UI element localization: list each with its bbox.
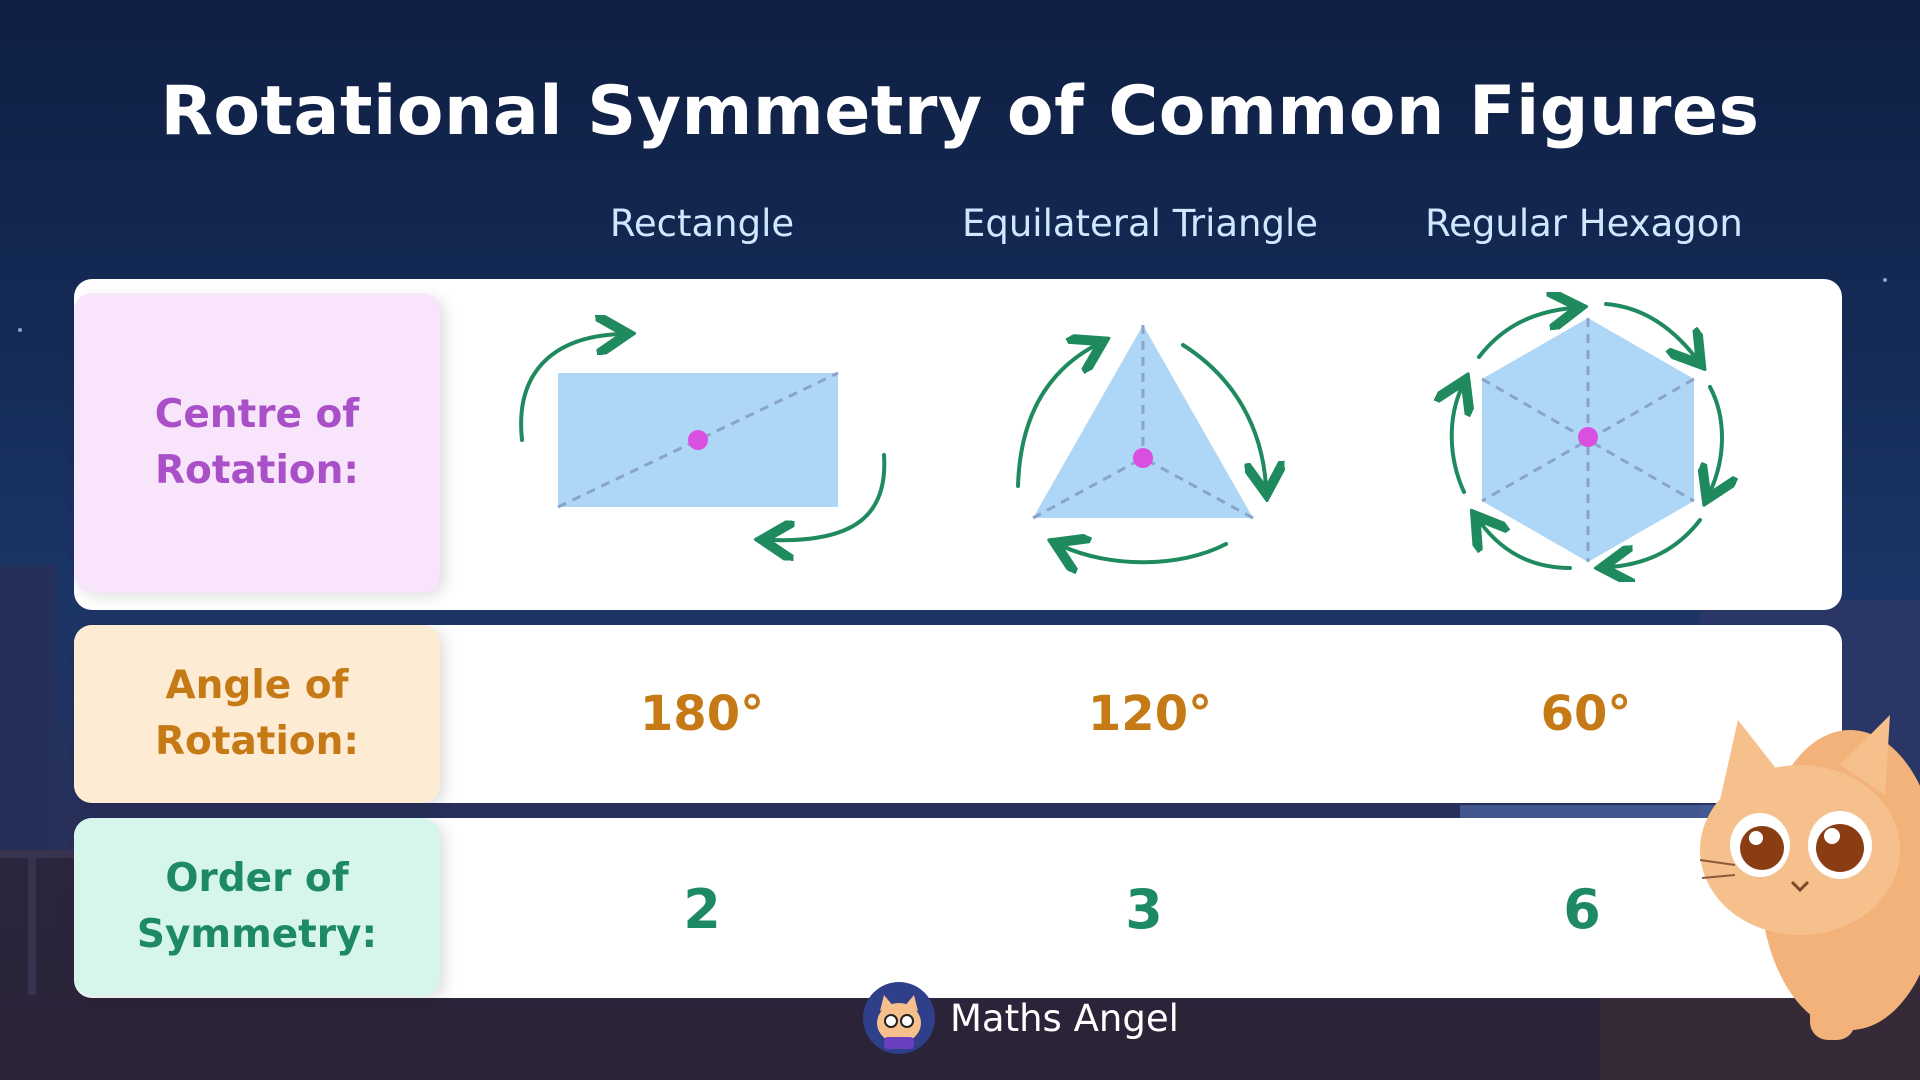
column-header-regular-hexagon: Regular Hexagon: [1425, 202, 1743, 245]
centre-dot-icon: [1133, 448, 1153, 468]
order-value-rectangle: 2: [683, 878, 721, 941]
regular-hexagon-figure: [1432, 292, 1742, 582]
rotation-arrow-icon: [1477, 308, 1572, 359]
row-label-line: Symmetry:: [136, 912, 378, 957]
rotation-arrow-icon: [1610, 518, 1702, 567]
order-value-hexagon: 6: [1563, 878, 1601, 941]
cat-mascot: [1699, 715, 1920, 1040]
row-label-line: Rotation:: [155, 448, 359, 493]
rotation-arrow-icon: [1062, 544, 1228, 562]
rotation-arrow-icon: [519, 334, 620, 442]
rotation-arrow-icon: [1016, 345, 1096, 488]
rotation-arrow-icon: [1710, 385, 1722, 492]
rotation-arrow-icon: [1452, 387, 1464, 494]
angle-value-hexagon: 60°: [1540, 686, 1632, 742]
rotation-arrow-icon: [770, 453, 887, 540]
row-label-angle-of-rotation: Angle of Rotation:: [74, 625, 440, 803]
page-title: Rotational Symmetry of Common Figures: [160, 72, 1760, 151]
column-header-rectangle: Rectangle: [609, 202, 795, 245]
maths-angel-logo: [863, 982, 935, 1054]
maths-angel-brand: Maths Angel: [862, 980, 1179, 1056]
equilateral-triangle-figure: [1016, 325, 1290, 580]
row-label-line: Centre of: [154, 392, 360, 437]
row-label-centre-of-rotation: Centre of Rotation:: [74, 293, 440, 593]
rotation-arrow-icon: [1604, 302, 1696, 358]
angle-value-triangle: 120°: [1087, 686, 1213, 742]
angle-value-rectangle: 180°: [639, 686, 765, 742]
row-label-line: Order of: [165, 856, 349, 901]
rectangle-figure: [519, 315, 887, 575]
centre-dot-icon: [1578, 427, 1598, 447]
column-header-equilateral-triangle: Equilateral Triangle: [961, 202, 1319, 245]
order-value-triangle: 3: [1125, 878, 1163, 941]
row-label-line: Angle of: [165, 663, 349, 708]
row-label-line: Rotation:: [155, 719, 359, 764]
row-label-order-of-symmetry: Order of Symmetry:: [74, 818, 440, 996]
rotation-arrow-icon: [1480, 522, 1572, 570]
rotation-arrow-icon: [1181, 343, 1266, 486]
brand-name: Maths Angel: [950, 996, 1179, 1040]
centre-dot-icon: [688, 430, 708, 450]
